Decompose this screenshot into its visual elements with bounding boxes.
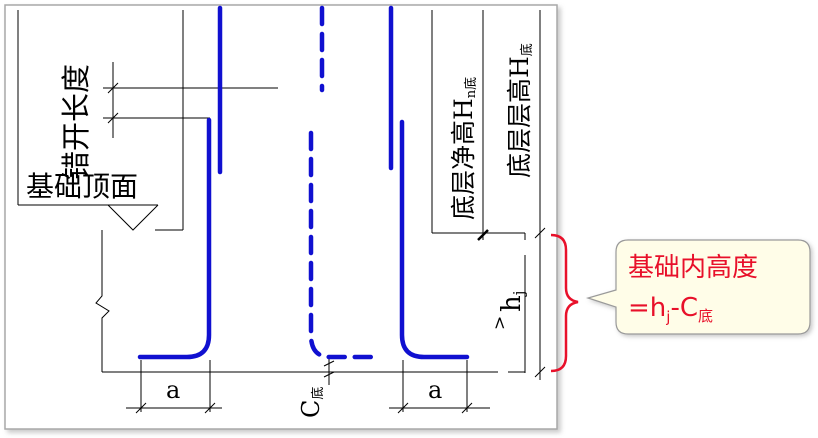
clear-height-tick (477, 229, 489, 241)
foundation-top-label: 基础顶面 (26, 170, 138, 203)
stagger-length-label: 错开长度 (59, 64, 93, 180)
a-right-label: a (428, 376, 442, 404)
story-height-label: 底层层高H底 (505, 43, 535, 178)
rebar-foundation-right (399, 119, 470, 360)
foundation-top-triangle (107, 204, 159, 231)
callout-line1: 基础内高度 (628, 253, 758, 283)
rebar-group (137, 5, 470, 360)
drafting-lines (17, 10, 546, 414)
hj-label: hj (497, 291, 528, 312)
height-brace (550, 233, 579, 373)
callout-bubble (585, 239, 811, 335)
hj-mark: > (490, 316, 510, 330)
callout-line2: =hj-C底 (628, 293, 713, 326)
rebar-center-dashed (308, 130, 383, 360)
cover-label: C底 (297, 387, 326, 418)
a-left-label: a (166, 376, 180, 404)
rebar-foundation-left (137, 117, 212, 360)
clear-height-label: 底层净高Hn底 (449, 77, 479, 220)
break-line (95, 230, 110, 372)
